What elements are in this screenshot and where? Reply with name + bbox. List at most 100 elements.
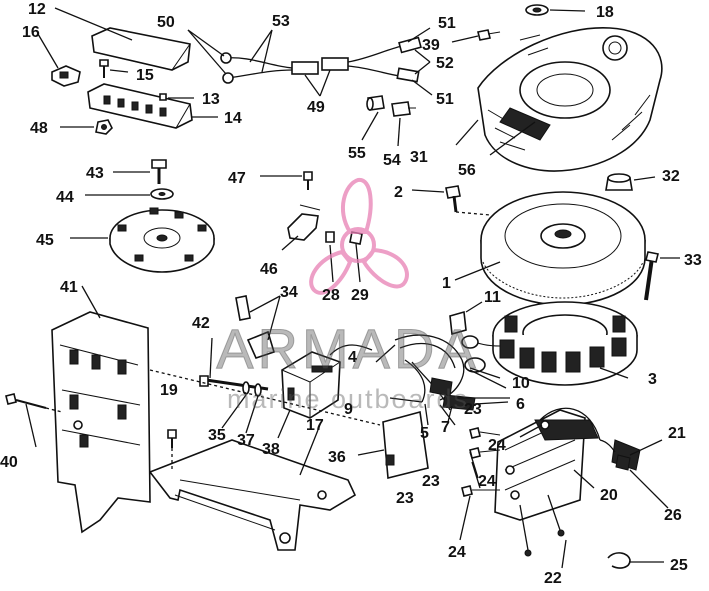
callout-24c: 24	[448, 544, 466, 561]
watermark-brand: ARMADA	[216, 317, 480, 380]
callout-20: 20	[600, 487, 618, 504]
leads-49-53	[187, 27, 433, 97]
callout-18: 18	[596, 4, 614, 21]
connector-55	[361, 95, 385, 141]
flywheel-cover	[477, 27, 663, 172]
callout-39: 39	[422, 37, 440, 54]
callout-47: 47	[228, 170, 246, 187]
screw-29	[349, 231, 363, 283]
rectifier-38	[281, 344, 373, 419]
nut-32	[605, 173, 656, 191]
callout-31: 31	[410, 149, 428, 166]
watermark-logo: ARMADA marine outboards	[216, 178, 480, 414]
callout-36: 36	[328, 449, 346, 466]
callout-37: 37	[237, 432, 255, 449]
nut-48	[60, 119, 113, 135]
callout-2: 2	[394, 184, 403, 201]
callout-34: 34	[280, 284, 298, 301]
clip-16	[37, 33, 81, 87]
screw-2	[411, 185, 461, 213]
callout-40: 40	[0, 454, 18, 471]
screw-43	[113, 159, 167, 184]
screw-15	[99, 59, 129, 78]
callout-54: 54	[383, 152, 401, 169]
timer-base-45	[109, 207, 215, 273]
watermark-tagline: marine outboards	[227, 384, 469, 414]
bracket-34	[235, 295, 281, 359]
callout-43: 43	[86, 165, 104, 182]
callout-33: 33	[684, 252, 702, 269]
power-pack	[494, 407, 641, 557]
callout-19: 19	[160, 382, 178, 399]
callout-45: 45	[36, 232, 54, 249]
callout-55: 55	[348, 145, 366, 162]
cover-plate-41	[51, 311, 151, 534]
callout-21: 21	[668, 425, 686, 442]
callout-51a: 51	[438, 15, 456, 32]
callout-7: 7	[441, 419, 450, 436]
callout-38: 38	[262, 441, 280, 458]
callout-9: 9	[344, 401, 353, 418]
washer-44	[85, 188, 174, 200]
callout-16: 16	[22, 24, 40, 41]
callout-23b: 23	[422, 473, 440, 490]
callout-26: 26	[664, 507, 682, 524]
callout-22: 22	[544, 570, 562, 586]
callout-13: 13	[202, 91, 220, 108]
connector-54	[391, 101, 416, 147]
callout-35: 35	[208, 427, 226, 444]
callout-42: 42	[192, 315, 210, 332]
callout-32: 32	[662, 168, 680, 185]
callout-17: 17	[306, 417, 324, 434]
callout-10: 10	[512, 375, 530, 392]
leader-lines	[25, 119, 669, 569]
callout-48: 48	[30, 120, 48, 137]
callout-52: 52	[436, 55, 454, 72]
callout-46: 46	[260, 261, 278, 278]
screw-19	[167, 429, 177, 472]
callout-12: 12	[28, 1, 46, 18]
callout-4: 4	[348, 349, 357, 366]
callout-25: 25	[670, 557, 688, 574]
callout-3: 3	[648, 371, 657, 388]
callout-53: 53	[272, 13, 290, 30]
screw-47	[260, 171, 313, 190]
callout-11: 11	[484, 289, 501, 306]
cover-12	[54, 7, 191, 71]
callout-56: 56	[458, 162, 476, 179]
callout-6: 6	[516, 396, 525, 413]
callout-24b: 24	[478, 473, 496, 490]
propeller-icon	[309, 178, 409, 295]
callout-41: 41	[60, 279, 78, 296]
callout-1: 1	[442, 275, 451, 292]
bracket-17	[148, 439, 357, 551]
bracket-46	[281, 204, 321, 251]
stator	[469, 301, 638, 386]
callout-44: 44	[56, 189, 74, 206]
callout-29: 29	[351, 287, 369, 304]
callout-24a: 24	[488, 437, 506, 454]
bolt-33	[644, 251, 680, 301]
callout-14: 14	[224, 110, 242, 127]
flywheel	[480, 191, 646, 306]
terminal-block-14	[87, 83, 193, 129]
screw-28	[325, 231, 335, 283]
grommet-18	[525, 4, 586, 16]
callout-15: 15	[136, 67, 154, 84]
screw-39	[451, 29, 501, 43]
screw-13	[159, 93, 194, 101]
clip-11	[449, 301, 483, 336]
callout-50: 50	[157, 14, 175, 31]
screws-23-24	[461, 427, 501, 497]
armature-plate-36	[382, 410, 429, 480]
callout-28: 28	[322, 287, 340, 304]
wire-harness	[389, 334, 510, 426]
callout-23c: 23	[396, 490, 414, 507]
callout-5: 5	[420, 425, 429, 442]
callout-49: 49	[307, 99, 325, 116]
screw-40	[5, 393, 63, 413]
callout-51b: 51	[436, 91, 454, 108]
